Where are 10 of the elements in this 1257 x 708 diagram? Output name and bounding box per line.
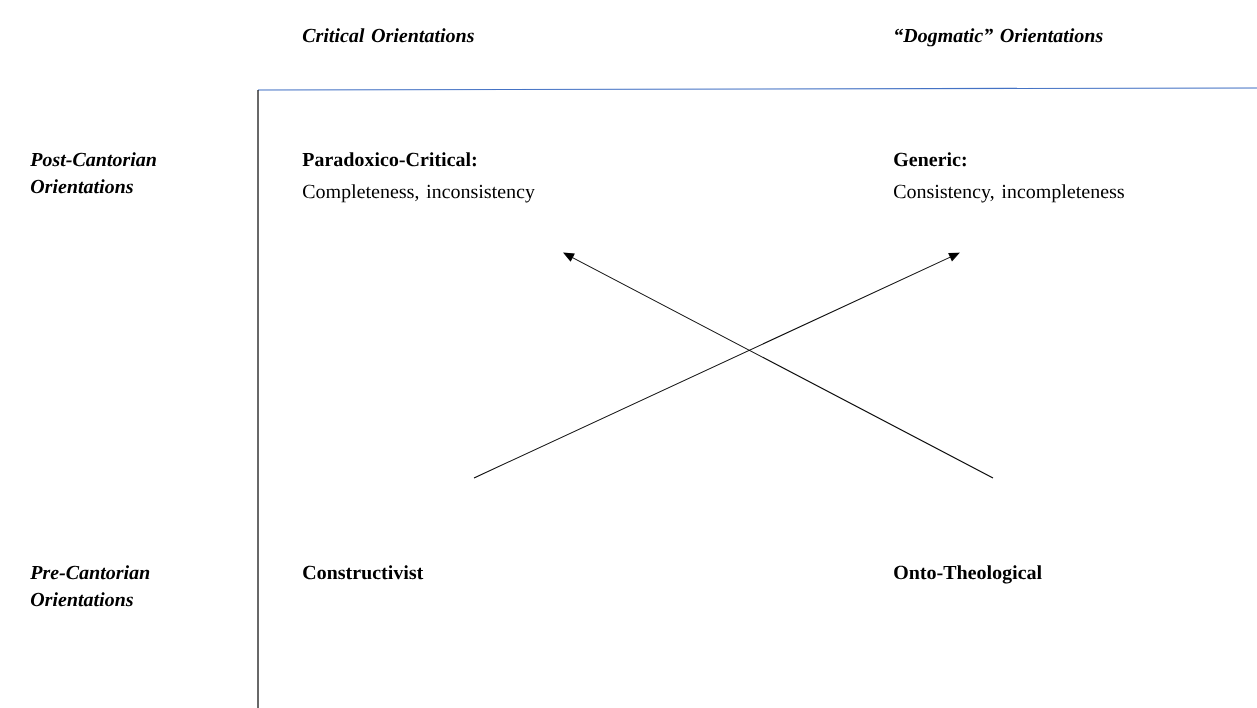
axis-heading: Critical Orientations	[302, 28, 474, 43]
quadrant-text: Generic: Consistency, incompleteness	[894, 152, 1124, 203]
quadrant-text: Onto-Theological	[894, 565, 1042, 584]
axis-heading: “Dogmatic” Orientations	[895, 28, 1103, 47]
arrow	[473, 252, 960, 479]
arrow	[563, 252, 994, 479]
quadrant-text: Paradoxico-Critical: Completeness, inconsistency	[302, 152, 535, 203]
axis-heading: Post-Cantorian Orientations	[30, 152, 156, 194]
quadrant-text: Constructivist	[303, 565, 424, 580]
axis-heading: Pre-Cantorian Orientations	[30, 565, 150, 607]
